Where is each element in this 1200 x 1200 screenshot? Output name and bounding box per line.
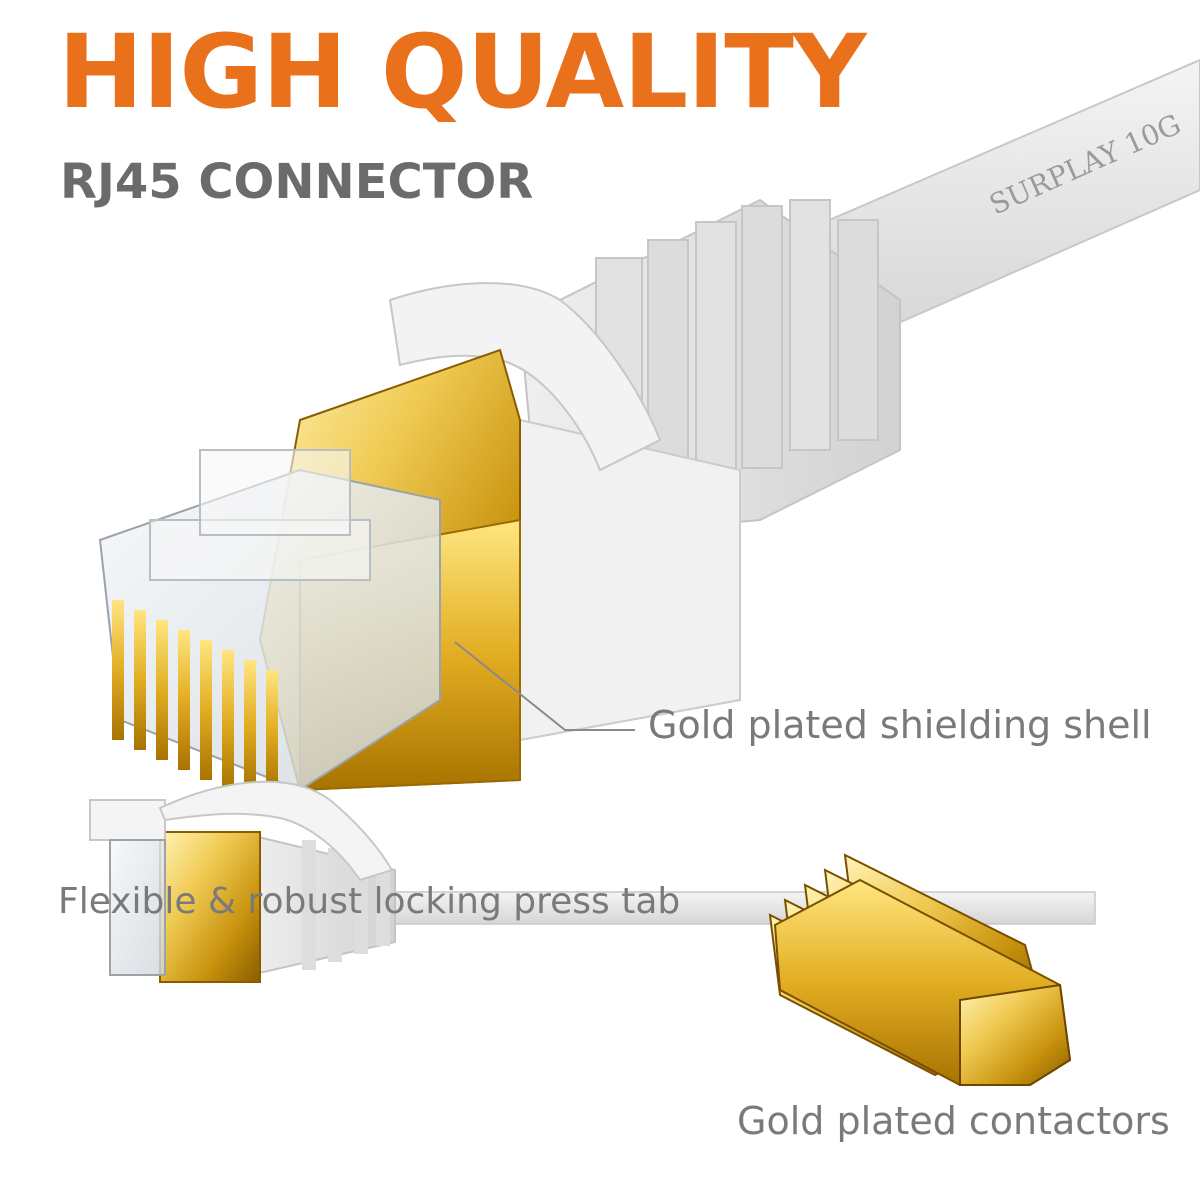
page-subtitle: RJ45 CONNECTOR (60, 154, 534, 210)
callout-locking-tab: Flexible & robust locking press tab (58, 881, 681, 922)
callout-gold-contactors: Gold plated contactors (737, 1099, 1170, 1143)
gold-contactors (768, 853, 1072, 1086)
locking-tab-large (388, 282, 662, 472)
shell-leader-line (454, 641, 635, 731)
gold-contacts-large (112, 600, 278, 790)
callout-shielding-shell: Gold plated shielding shell (648, 703, 1152, 747)
page-title: HIGH QUALITY (58, 13, 867, 132)
side-view-connector (89, 780, 1096, 983)
